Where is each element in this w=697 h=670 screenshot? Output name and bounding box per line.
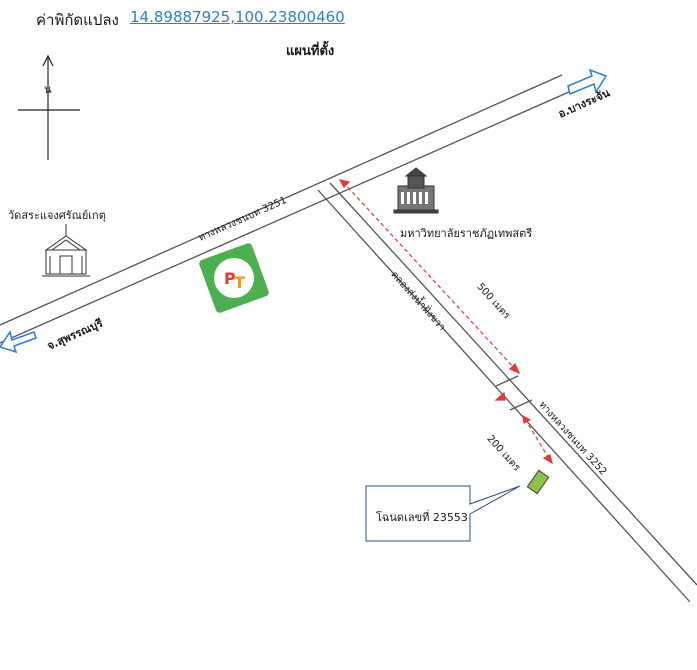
east-arrow-icon — [567, 68, 608, 96]
university-icon — [393, 167, 439, 214]
plot-marker-icon — [526, 469, 550, 495]
svg-text:T: T — [234, 273, 245, 292]
compass-icon — [18, 54, 80, 160]
deed-callout — [365, 485, 521, 542]
university-label: มหาวิทยาลัยราชภัฏเทพสตรี — [400, 227, 533, 240]
west-arrow-icon — [0, 330, 37, 354]
distance-200-arrow — [494, 391, 553, 465]
compass-north-label: น — [44, 83, 52, 96]
coord-link[interactable]: 14.89887925,100.23800460 — [130, 8, 345, 26]
temple-icon — [42, 224, 90, 277]
distance-500-arrow — [338, 179, 521, 375]
road-3251 — [0, 74, 579, 344]
map-title: แผนที่ตั้ง — [286, 44, 335, 59]
svg-text:P: P — [224, 269, 236, 288]
coord-label: ค่าพิกัดแปลง — [36, 11, 119, 29]
deed-number-label: โฉนดเลขที่ 23553 — [376, 511, 468, 524]
pt-station-logo-icon: P T — [199, 243, 269, 313]
temple-label: วัดสระแจงศรัณย์เกตุ — [8, 209, 106, 222]
